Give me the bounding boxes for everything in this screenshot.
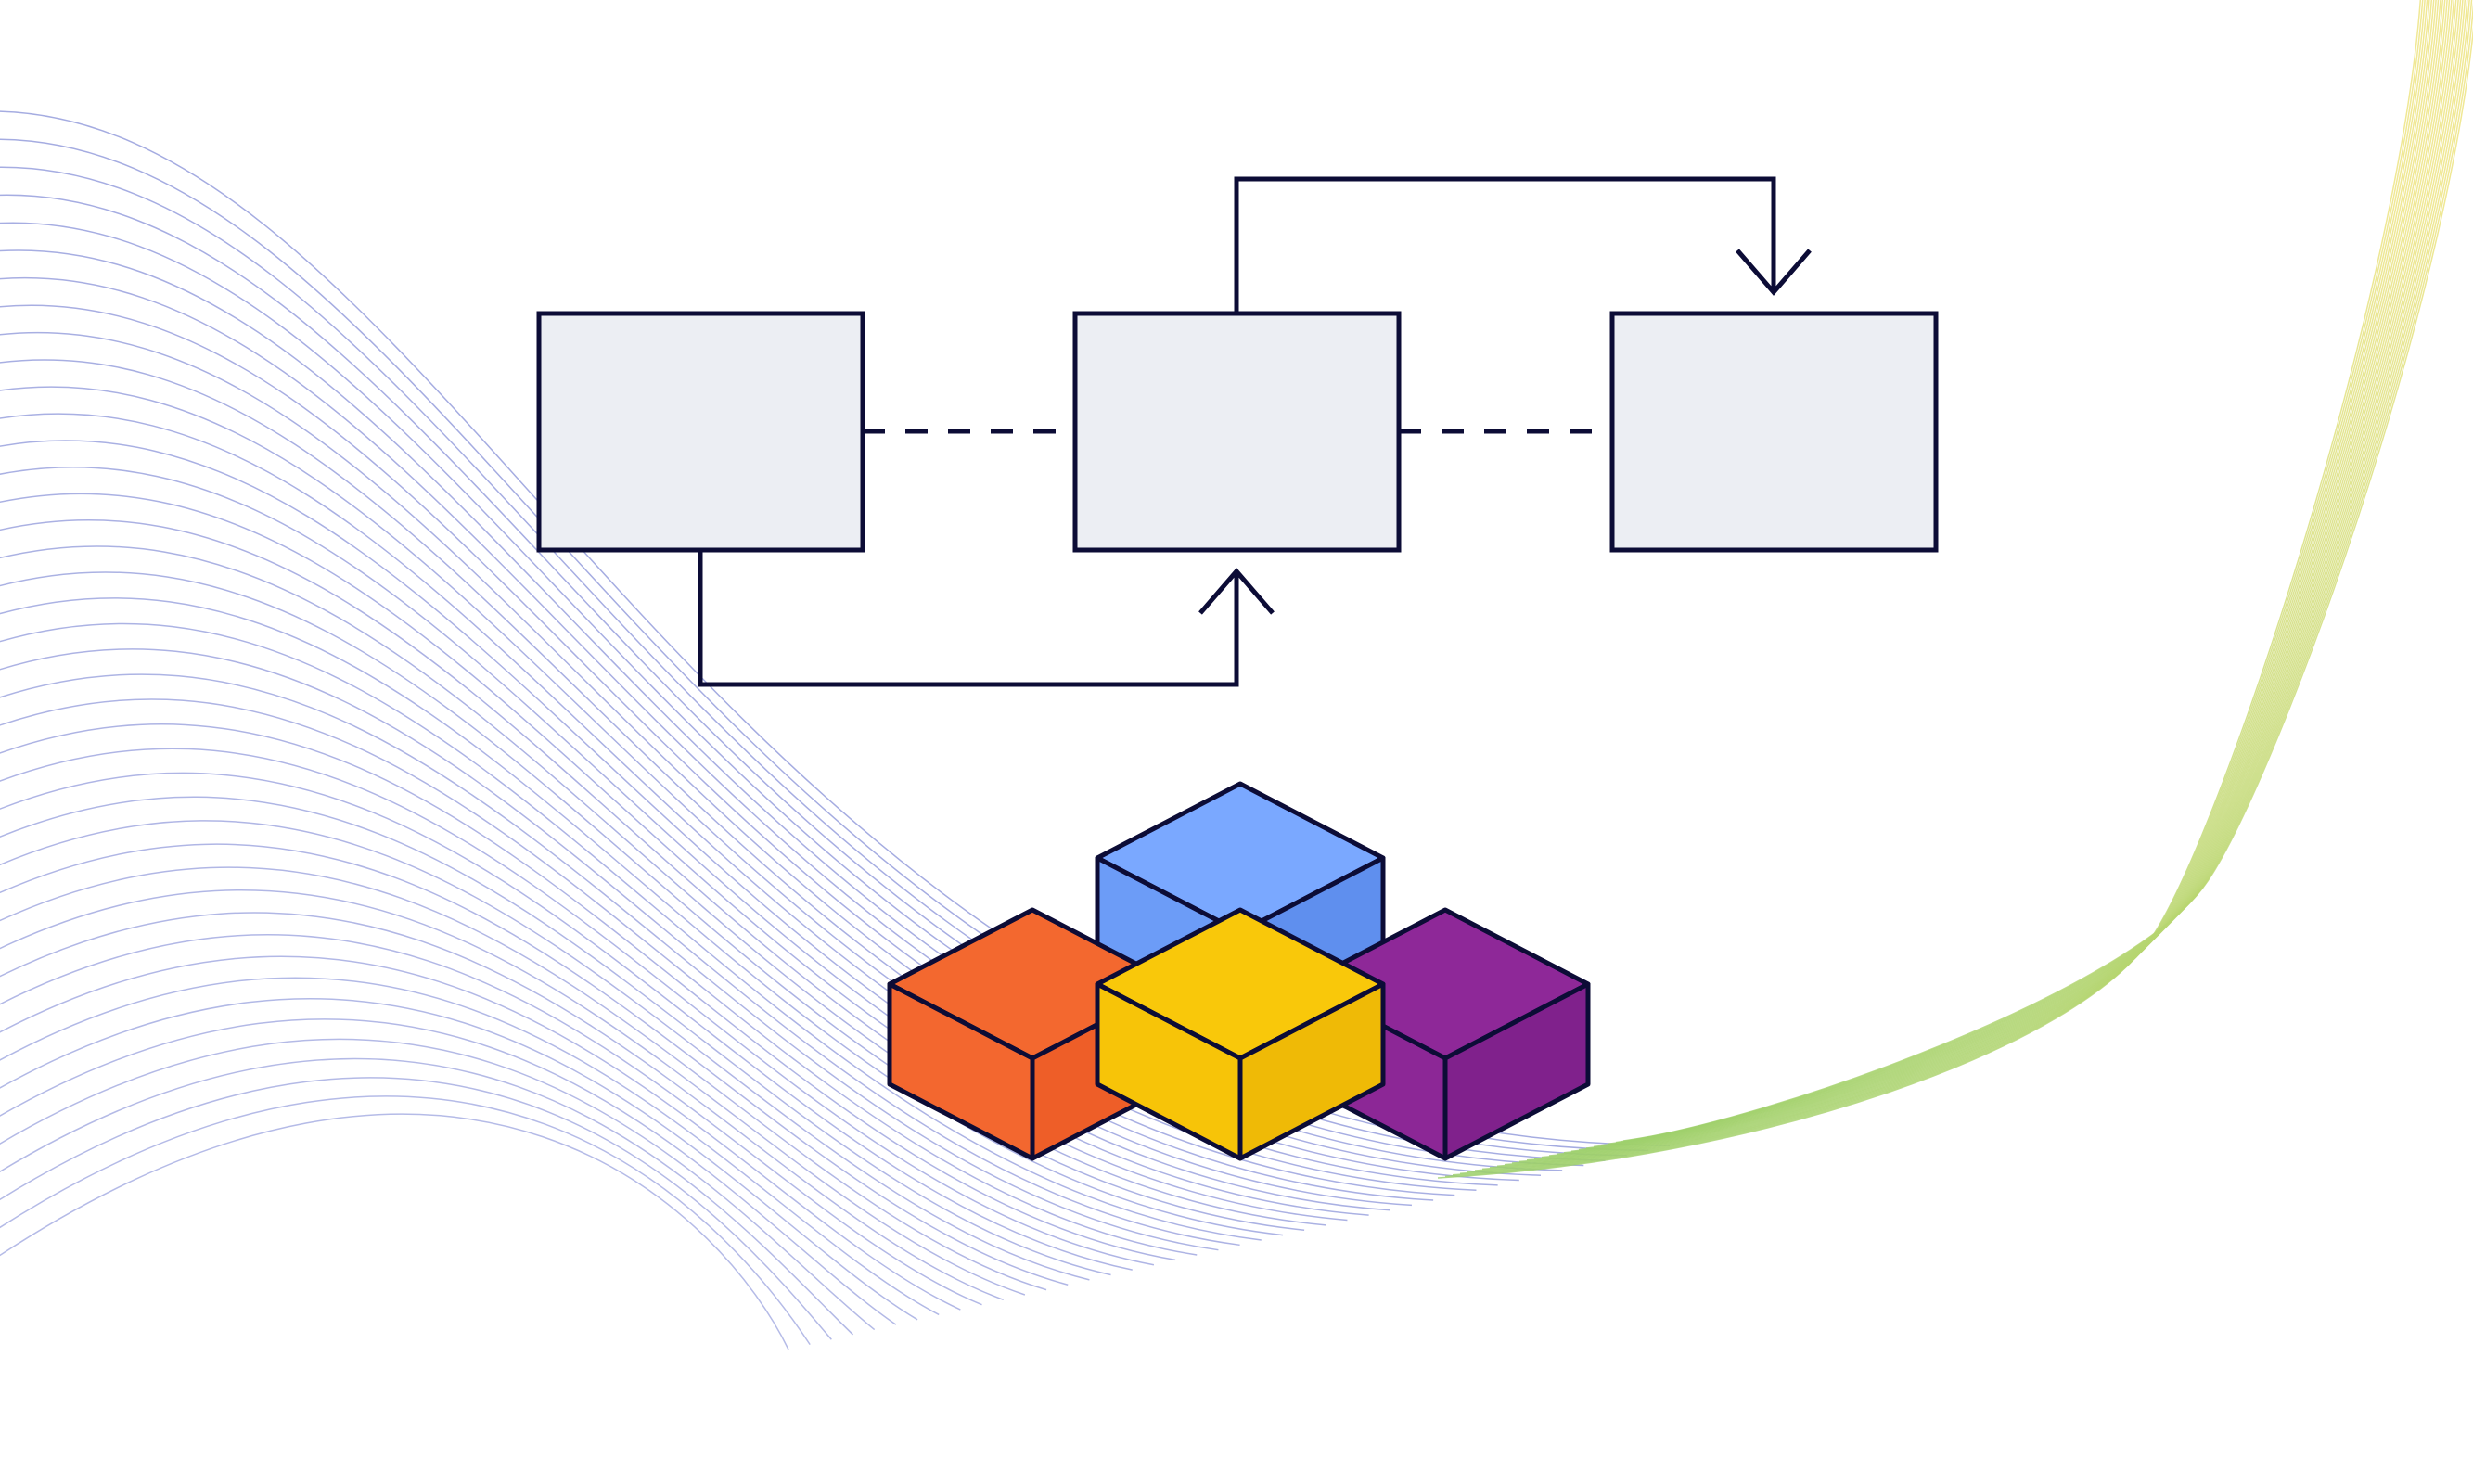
wave-line-left bbox=[0, 493, 1369, 1216]
wave-line-right bbox=[1452, 0, 2426, 1176]
wave-line-left bbox=[0, 796, 1111, 1276]
wave-line-left bbox=[0, 386, 1455, 1196]
wave-line-left bbox=[0, 519, 1348, 1222]
wave-line-left bbox=[0, 648, 1240, 1247]
wave-line-left bbox=[0, 698, 1198, 1256]
arrow-up-icon bbox=[1198, 568, 1275, 615]
wave-line-right bbox=[1459, 0, 2428, 1174]
wave-line-left bbox=[0, 934, 982, 1306]
process-box-2 bbox=[1072, 311, 1402, 553]
diagram-boxes bbox=[536, 311, 1939, 553]
wave-line-left bbox=[0, 1095, 811, 1346]
wave-line-left bbox=[0, 359, 1477, 1192]
wave-line-left bbox=[0, 977, 940, 1316]
wave-line-left bbox=[0, 413, 1434, 1201]
wave-line-left bbox=[0, 440, 1412, 1207]
wave-line-right bbox=[1570, 0, 2462, 1152]
wave-line-left bbox=[0, 673, 1219, 1251]
wave-line-right bbox=[1600, 0, 2470, 1146]
wave-line-right bbox=[1563, 0, 2459, 1154]
wave-line-right bbox=[1511, 0, 2443, 1164]
wave-line-right bbox=[1504, 0, 2441, 1166]
cube-cluster bbox=[887, 781, 1591, 1161]
wave-line-left bbox=[0, 1113, 789, 1350]
wave-line-right bbox=[1518, 0, 2446, 1163]
arrow-down-icon bbox=[1736, 249, 1812, 296]
wave-line-right bbox=[1467, 0, 2430, 1173]
wave-line-left bbox=[0, 1018, 897, 1325]
wave-line-left bbox=[0, 998, 918, 1321]
process-box-3 bbox=[1609, 311, 1939, 553]
wave-line-left bbox=[0, 545, 1326, 1226]
wave-line-left bbox=[0, 1057, 854, 1336]
wave-line-right bbox=[1556, 0, 2457, 1156]
wave-line-left bbox=[0, 571, 1305, 1231]
wave-line-right bbox=[1533, 0, 2451, 1159]
wave-line-right bbox=[1585, 0, 2466, 1149]
wave-line-right bbox=[1437, 0, 2421, 1179]
wave-line-right bbox=[1615, 0, 2473, 1144]
wave-line-left bbox=[0, 1038, 876, 1331]
wave-line-left bbox=[0, 955, 961, 1311]
cube-purple-right-face bbox=[1442, 981, 1591, 1161]
wave-line-left bbox=[0, 820, 1090, 1281]
wave-line-left bbox=[0, 748, 1155, 1266]
wave-line-left bbox=[0, 772, 1133, 1271]
wave-line-left bbox=[0, 622, 1262, 1241]
wave-line-right bbox=[1526, 0, 2448, 1161]
wave-line-right bbox=[1541, 0, 2453, 1158]
wave-line-left bbox=[0, 889, 1026, 1296]
wave-lines-left-icon bbox=[0, 110, 1671, 1350]
wave-line-right bbox=[1608, 0, 2473, 1145]
wave-line-right bbox=[1496, 0, 2440, 1167]
wave-line-right bbox=[1474, 0, 2432, 1171]
wave-line-right bbox=[1578, 0, 2464, 1151]
cube-yellow bbox=[1095, 907, 1386, 1161]
wave-line-left bbox=[0, 843, 1069, 1286]
wave-line-right bbox=[1481, 0, 2435, 1171]
arrow-box1-to-box2-line bbox=[698, 550, 1239, 687]
wave-line-left bbox=[0, 866, 1047, 1291]
wave-line-left bbox=[0, 467, 1390, 1211]
arrow-box2-to-box3-line bbox=[1234, 176, 1776, 313]
wave-line-left bbox=[0, 912, 1004, 1301]
wave-lines-right-icon bbox=[1437, 0, 2473, 1179]
wave-line-right bbox=[1593, 0, 2468, 1148]
cube-yellow-right-face bbox=[1237, 981, 1386, 1161]
wave-line-left bbox=[0, 1077, 832, 1340]
wave-line-right bbox=[1622, 25, 2473, 1142]
wave-line-left bbox=[0, 597, 1284, 1236]
wave-line-right bbox=[1444, 0, 2424, 1178]
wave-line-right bbox=[1489, 0, 2437, 1169]
wave-line-left bbox=[0, 723, 1176, 1261]
process-box-1 bbox=[536, 311, 865, 553]
diagram-connectors bbox=[698, 176, 1812, 687]
wave-line-right bbox=[1548, 0, 2454, 1157]
